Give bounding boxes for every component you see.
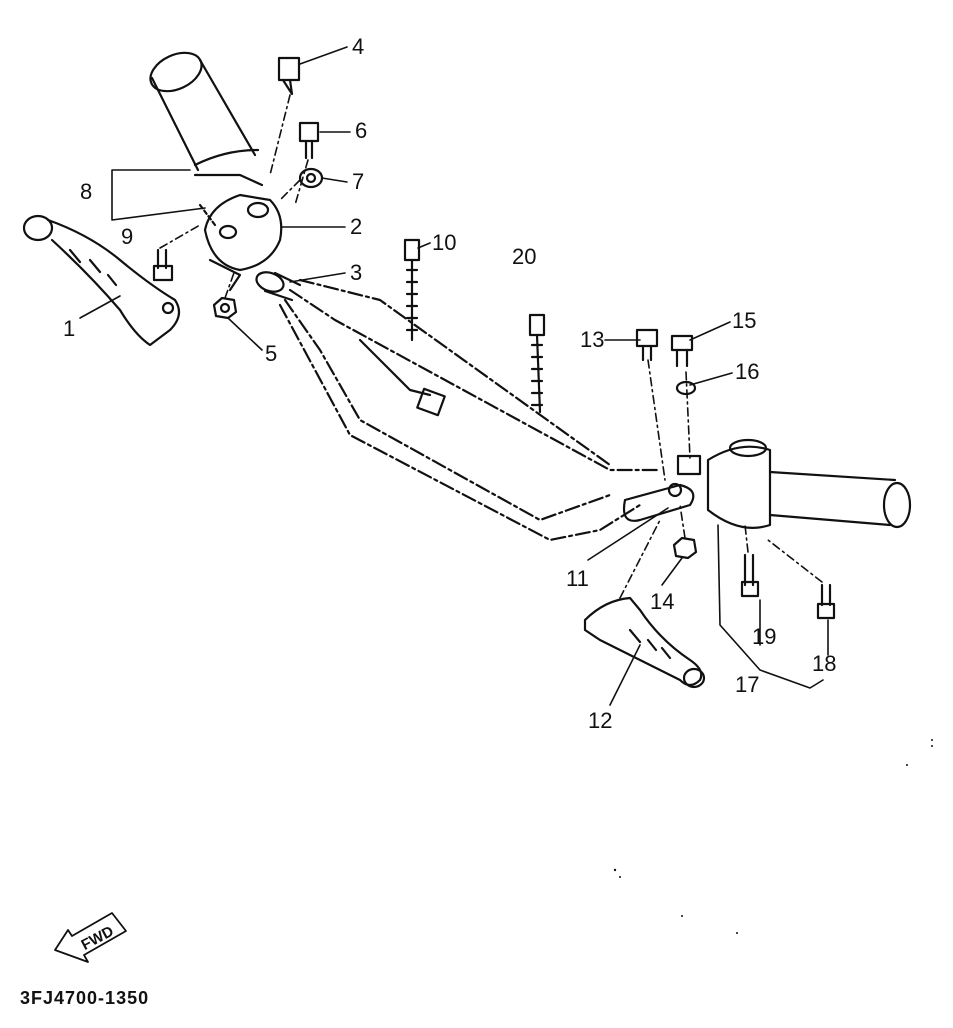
cable-band-10	[403, 238, 421, 342]
screw-18	[816, 583, 836, 620]
bolt-9	[152, 248, 174, 282]
leader-lines	[79, 46, 829, 706]
callout-4: 4	[352, 34, 365, 59]
nut-5	[212, 296, 238, 320]
callout-12: 12	[588, 708, 613, 733]
callout-6: 6	[355, 118, 368, 143]
fwd-label: FWD	[78, 923, 116, 954]
scan-speckles	[613, 739, 933, 934]
callout-8: 8	[80, 179, 93, 204]
right-clutch-lever	[583, 596, 706, 689]
right-grip-housing	[706, 438, 912, 529]
washer-16	[675, 380, 697, 396]
callout-14: 14	[650, 589, 675, 614]
screw-6	[298, 121, 320, 160]
reference-code: 3FJ4700-1350	[20, 988, 150, 1008]
screw-19	[740, 553, 760, 598]
callout-13: 13	[580, 327, 605, 352]
wire-connector	[358, 338, 446, 417]
screw-4	[277, 56, 301, 96]
cable-joint	[255, 271, 302, 302]
callout-11: 11	[566, 566, 589, 591]
callout-20: 20	[512, 244, 537, 269]
left-brake-lever	[22, 214, 181, 347]
callout-18: 18	[812, 651, 837, 676]
right-lever-holder	[622, 454, 702, 522]
left-grip	[149, 51, 260, 172]
handlebar-tube	[278, 278, 662, 542]
cable-band-20	[528, 313, 546, 414]
callout-9: 9	[121, 224, 134, 249]
nut-14	[672, 536, 698, 560]
callout-7: 7	[352, 169, 365, 194]
bolt-15	[670, 334, 694, 368]
left-lever-holder	[193, 173, 283, 292]
callout-10: 10	[432, 230, 457, 255]
guide-lines	[159, 94, 823, 599]
callout-17: 17	[735, 672, 760, 697]
bolt-13	[635, 328, 659, 362]
callout-16: 16	[735, 359, 760, 384]
callout-5: 5	[265, 341, 278, 366]
fwd-arrow-icon	[54, 912, 127, 963]
callout-2: 2	[350, 214, 363, 239]
callout-1: 1	[63, 316, 76, 341]
callout-19: 19	[752, 624, 777, 649]
callout-3: 3	[350, 260, 363, 285]
callout-15: 15	[732, 308, 757, 333]
